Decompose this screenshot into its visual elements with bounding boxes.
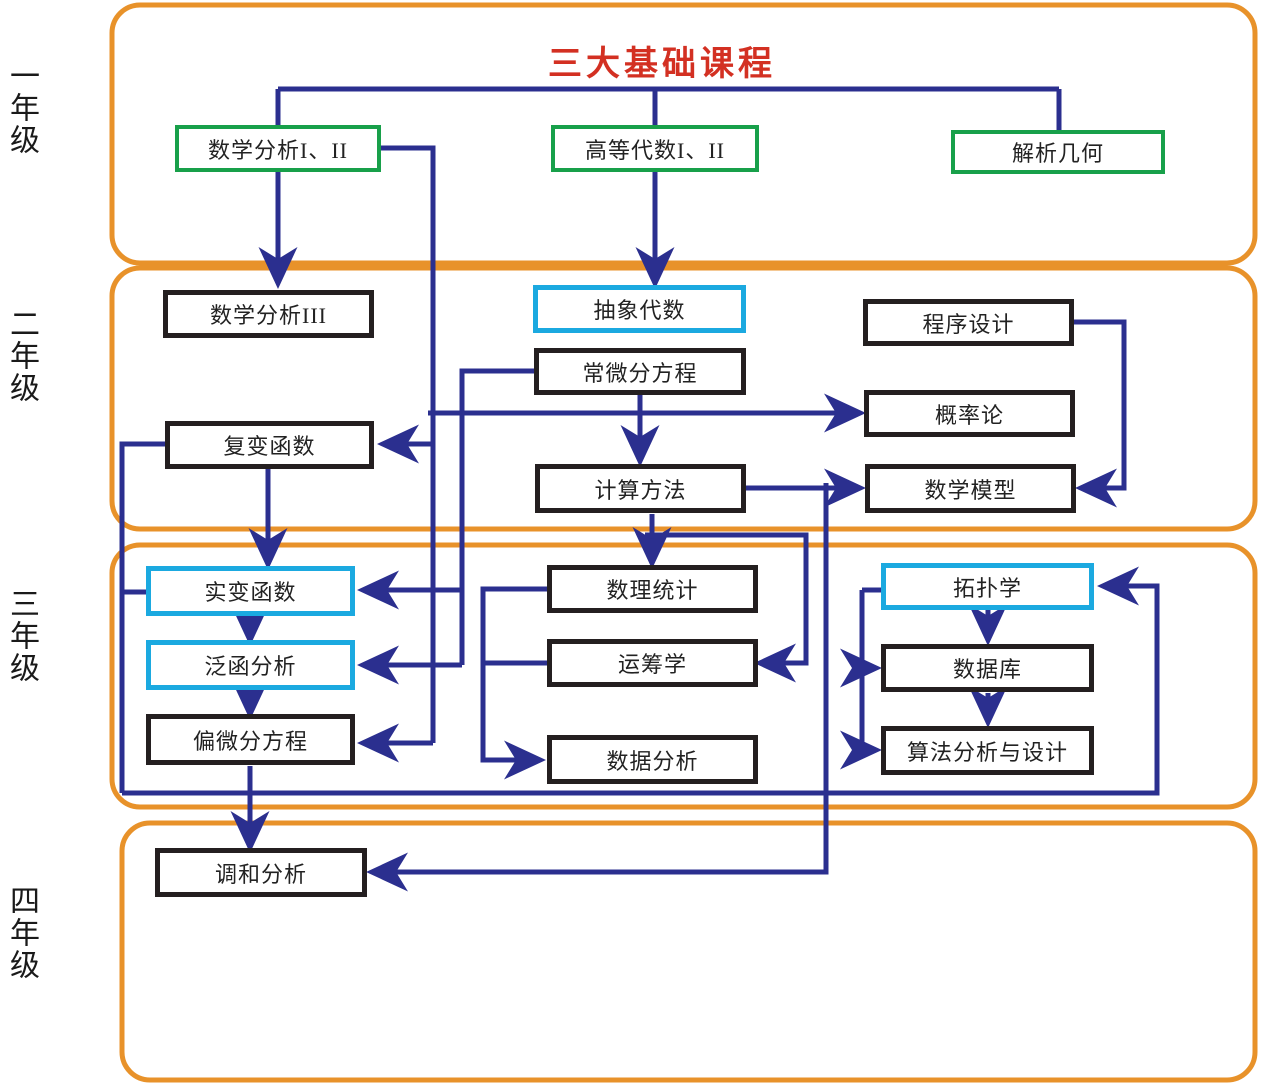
node-pde[interactable]: 偏微分方程 xyxy=(146,714,355,765)
node-harmonic-analysis[interactable]: 调和分析 xyxy=(155,848,367,897)
year-label-1: 一年级 xyxy=(5,60,38,156)
edge-computational-to-operations xyxy=(645,532,809,683)
connector-group xyxy=(119,86,1160,892)
node-abstract-algebra[interactable]: 抽象代数 xyxy=(533,285,746,333)
year-label-4: 四年级 xyxy=(5,885,38,981)
node-database[interactable]: 数据库 xyxy=(881,644,1094,692)
node-programming[interactable]: 程序设计 xyxy=(863,299,1074,346)
year-label-3: 三年级 xyxy=(5,588,38,684)
edge-ode-left-stub xyxy=(459,368,534,665)
node-probability[interactable]: 概率论 xyxy=(864,390,1075,437)
year-label-2: 二年级 xyxy=(5,308,38,404)
edge-complex-left-loop xyxy=(119,441,166,793)
node-topology[interactable]: 拓扑学 xyxy=(881,563,1094,610)
node-math-analysis-1-2[interactable]: 数学分析I、II xyxy=(175,125,381,172)
node-analytic-geometry[interactable]: 解析几何 xyxy=(951,130,1165,174)
edge-right-bus-main xyxy=(365,483,829,892)
node-math-analysis-3[interactable]: 数学分析III xyxy=(163,290,374,338)
node-algorithm-design[interactable]: 算法分析与设计 xyxy=(881,726,1094,775)
year-3-container xyxy=(109,542,1258,810)
node-functional-analysis[interactable]: 泛函分析 xyxy=(146,640,355,690)
node-math-statistics[interactable]: 数理统计 xyxy=(547,565,758,613)
diagram-title: 三大基础课程 xyxy=(548,46,776,83)
edge-year3-bottom-bus xyxy=(122,566,1160,796)
node-math-model[interactable]: 数学模型 xyxy=(865,464,1076,513)
node-complex-function[interactable]: 复变函数 xyxy=(165,421,374,469)
year-1-container xyxy=(109,2,1258,266)
edge-statistics-left-stub xyxy=(480,586,548,780)
year-container-group xyxy=(109,2,1258,1083)
node-data-analysis[interactable]: 数据分析 xyxy=(547,735,758,784)
node-advanced-algebra-1-2[interactable]: 高等代数I、II xyxy=(551,125,759,172)
node-computational-method[interactable]: 计算方法 xyxy=(535,464,746,513)
year-4-container xyxy=(119,820,1258,1083)
edge-programming-to-math-model xyxy=(1073,319,1127,508)
node-operations-research[interactable]: 运筹学 xyxy=(547,639,758,687)
node-real-function[interactable]: 实变函数 xyxy=(146,566,355,616)
year-2-container xyxy=(109,265,1258,532)
edge-ma12-right-drop xyxy=(381,145,436,743)
node-ode[interactable]: 常微分方程 xyxy=(534,348,746,395)
